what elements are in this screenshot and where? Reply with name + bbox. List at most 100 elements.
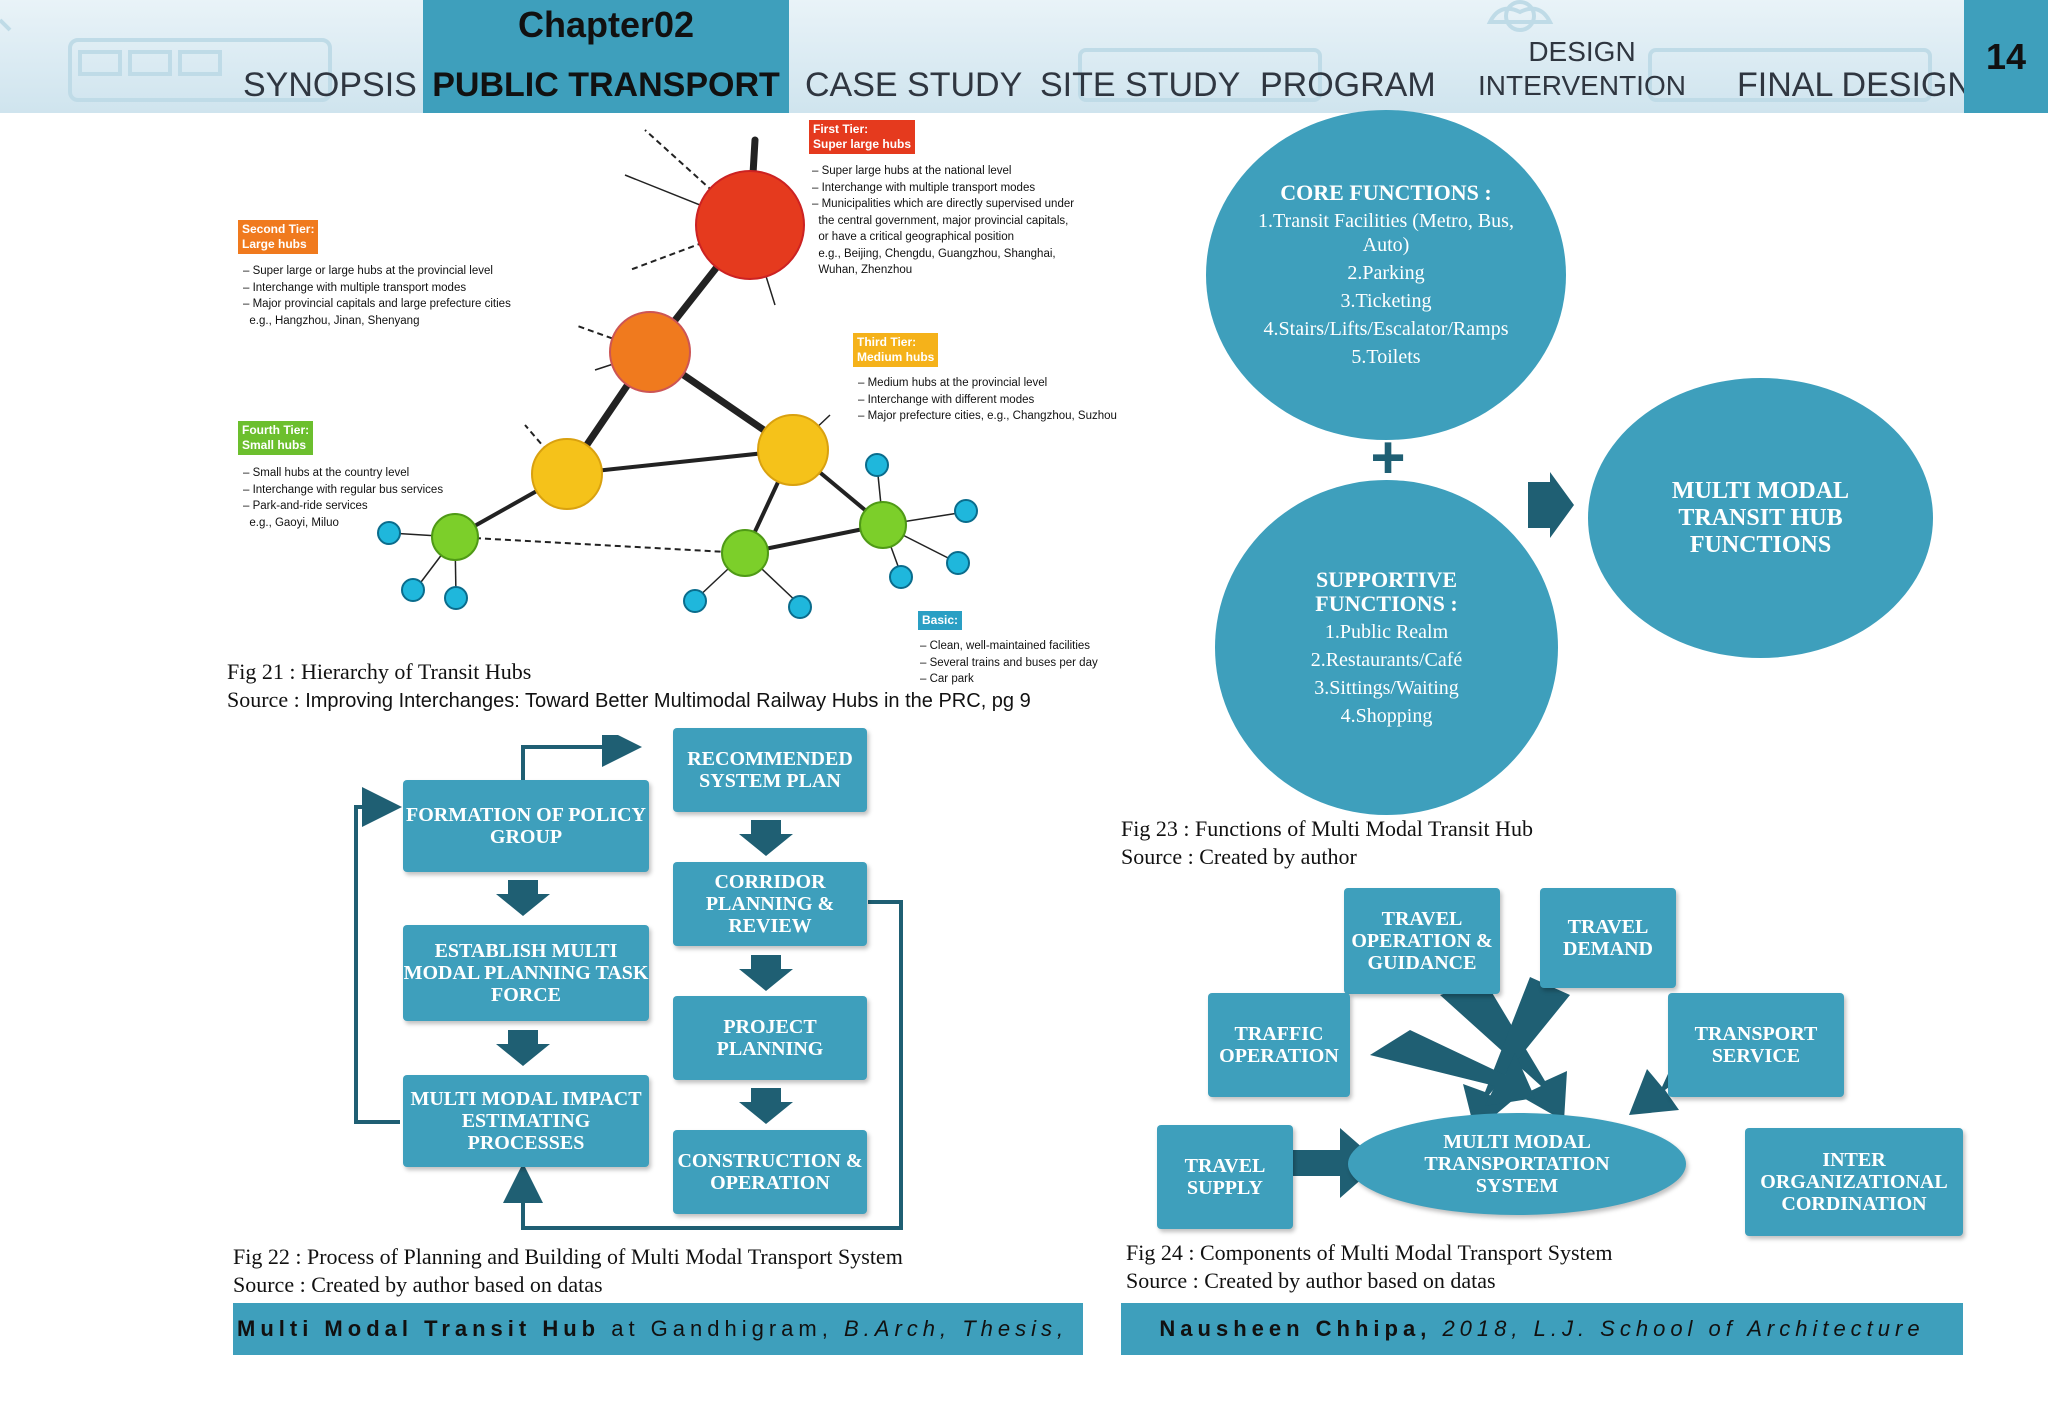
first-tier-tag: First Tier:Super large hubs xyxy=(809,120,916,154)
nav-site-study[interactable]: SITE STUDY xyxy=(1040,66,1241,104)
tier-item: e.g., Gaoyi, Miluo xyxy=(249,516,339,529)
second-tier-tag: Second Tier:Large hubs xyxy=(238,220,319,254)
fourth-tier-tag: Fourth Tier:Small hubs xyxy=(238,421,314,455)
nav-case-study[interactable]: CASE STUDY xyxy=(805,66,1023,104)
transport-service-box: TRANSPORT SERVICE xyxy=(1668,993,1844,1097)
footer-left: Multi Modal Transit Hub at Gandhigram, B… xyxy=(233,1303,1083,1355)
tier-item: – Small hubs at the country level xyxy=(243,467,410,479)
project-planning-box: PROJECT PLANNING xyxy=(673,996,867,1080)
formation-of-policy-group-box: FORMATION OF POLICY GROUP xyxy=(403,780,649,872)
header-bar: SYNOPSIS Chapter02 PUBLIC TRANSPORT CASE… xyxy=(0,0,2048,113)
connector-loop-left xyxy=(354,787,402,1124)
multi-modal-hub-functions-circle: MULTI MODAL TRANSIT HUB FUNCTIONS xyxy=(1588,378,1933,658)
tier-item: – Park-and-ride services xyxy=(243,500,368,512)
footer-right: Nausheen Chhipa, 2018, L.J. School of Ar… xyxy=(1121,1303,1963,1355)
tier-item: e.g., Hangzhou, Jinan, Shenyang xyxy=(249,314,420,327)
basic-hub-node xyxy=(946,551,970,575)
basic-hub-node xyxy=(444,586,468,610)
tier-item: – Interchange with regular bus services xyxy=(243,483,444,496)
tier-item: Wuhan, Zhenzhou xyxy=(818,264,913,276)
down-arrow xyxy=(739,1088,793,1124)
fig22-source: Source : Created by author based on data… xyxy=(233,1272,603,1297)
impact-estimating-processes-box: MULTI MODAL IMPACT ESTIMATING PROCESSES xyxy=(403,1075,649,1167)
footer-degree: B.Arch, Thesis, xyxy=(843,1316,1069,1341)
third-tier-tag: Third Tier:Medium hubs xyxy=(853,333,939,367)
tier-item: – Car park xyxy=(920,673,974,685)
travel-operation-guidance-box: TRAVEL OPERATION & GUIDANCE xyxy=(1344,888,1500,994)
tier-item: or have a critical geographical position xyxy=(818,231,1015,243)
tier-item: – Major provincial capitals and large pr… xyxy=(243,298,511,310)
down-arrow xyxy=(496,1030,550,1066)
down-arrow xyxy=(739,820,793,856)
fig23-source: Source : Created by author xyxy=(1121,844,1357,869)
tier-item: – Interchange with multiple transport mo… xyxy=(243,281,467,294)
second-tier-description: – Super large or large hubs at the provi… xyxy=(243,263,511,329)
fig21-source: Source : Improving Interchanges: Toward … xyxy=(227,687,1031,712)
down-arrow xyxy=(739,955,793,991)
supportive-item: 4.Shopping xyxy=(1340,704,1433,727)
recommended-system-plan-box: RECOMMENDED SYSTEM PLAN xyxy=(673,728,867,812)
supportive-functions-title: SUPPORTIVE FUNCTIONS : xyxy=(1315,566,1458,616)
supportive-item: 1.Public Realm xyxy=(1324,620,1449,643)
nav-synopsis[interactable]: SYNOPSIS xyxy=(243,66,417,104)
tier-item: – Major prefecture cities, e.g., Changzh… xyxy=(858,410,1117,422)
connector-policy-to-plan xyxy=(521,735,642,780)
first-tier-hub-node xyxy=(695,170,805,280)
hub-functions-label: MULTI MODAL TRANSIT HUB FUNCTIONS xyxy=(1671,477,1850,558)
corridor-planning-review-box: CORRIDOR PLANNING & REVIEW xyxy=(673,862,867,946)
center-label: MULTI MODAL TRANSPORTATION SYSTEM xyxy=(1424,1131,1610,1197)
tier-item: the central government, major provincial… xyxy=(818,214,1069,227)
core-functions-circle: CORE FUNCTIONS : 1.Transit Facilities (M… xyxy=(1206,110,1566,440)
core-item: 1.Transit Facilities (Metro, Bus, Auto) xyxy=(1258,210,1514,256)
header-decoration xyxy=(0,0,1932,102)
nav-intervention[interactable]: INTERVENTION xyxy=(1478,70,1686,101)
travel-demand-box: TRAVEL DEMAND xyxy=(1540,888,1676,988)
travel-supply-box: TRAVEL SUPPLY xyxy=(1157,1125,1293,1229)
tier-item: – Municipalities which are directly supe… xyxy=(812,198,1075,210)
tier-item: – Super large hubs at the national level xyxy=(812,165,1012,177)
basic-hub-node xyxy=(889,565,913,589)
core-item: 4.Stairs/Lifts/Escalator/Ramps xyxy=(1263,318,1509,340)
page-number-box xyxy=(1964,0,2048,113)
connector-loop-right xyxy=(503,900,903,1230)
network-link-dashed xyxy=(454,536,746,554)
second-tier-hub-node xyxy=(609,311,691,393)
third-tier-description: – Medium hubs at the provincial level – … xyxy=(858,375,1117,425)
fig22-connectors xyxy=(354,735,903,1230)
tier-item: – Super large or large hubs at the provi… xyxy=(243,265,493,277)
core-item: 5.Toilets xyxy=(1351,346,1421,368)
fourth-tier-description: – Small hubs at the country level – Inte… xyxy=(243,465,443,531)
basic-hub-node xyxy=(954,499,978,523)
fourth-tier-hub-node xyxy=(431,513,479,561)
fourth-tier-hub-node xyxy=(859,501,907,549)
tier-item: – Several trains and buses per day xyxy=(920,656,1098,669)
basic-tier-tag: Basic: xyxy=(918,611,963,630)
fig23-caption: Fig 23 : Functions of Multi Modal Transi… xyxy=(1121,816,1533,841)
basic-hub-node xyxy=(401,578,425,602)
construction-operation-box: CONSTRUCTION & OPERATION xyxy=(673,1130,867,1214)
chapter-label: Chapter02 xyxy=(517,4,695,45)
plus-icon: + xyxy=(1370,424,1406,491)
footer-title: Multi Modal Transit Hub xyxy=(237,1316,601,1341)
page-number: 14 xyxy=(1985,36,2027,77)
footer-location: at Gandhigram, xyxy=(600,1316,844,1341)
fig21-caption: Fig 21 : Hierarchy of Transit Hubs xyxy=(227,659,532,684)
nav-final-design[interactable]: FINAL DESIGN xyxy=(1737,66,1972,104)
basic-hub-node xyxy=(865,453,889,477)
network-link xyxy=(566,448,794,476)
nav-program[interactable]: PROGRAM xyxy=(1260,66,1436,104)
supportive-functions-circle: SUPPORTIVE FUNCTIONS : 1.Public Realm 2.… xyxy=(1215,480,1558,815)
tier-item: – Interchange with different modes xyxy=(858,393,1035,406)
basic-hub-node xyxy=(683,589,707,613)
core-item: 3.Ticketing xyxy=(1340,290,1432,312)
supportive-item: 2.Restaurants/Café xyxy=(1310,648,1463,671)
footer-school: 2018, L.J. School of Architecture xyxy=(1431,1316,1925,1341)
fourth-tier-hub-node xyxy=(721,529,769,577)
nav-public-transport[interactable]: PUBLIC TRANSPORT xyxy=(432,66,780,104)
tier-item: – Clean, well-maintained facilities xyxy=(920,640,1091,652)
supportive-item: 3.Sittings/Waiting xyxy=(1314,676,1459,699)
nav-active-tab[interactable] xyxy=(423,0,789,113)
core-item: 2.Parking xyxy=(1347,262,1425,284)
inter-organizational-cordination-box: INTER ORGANIZATIONAL CORDINATION xyxy=(1745,1128,1963,1236)
nav-design[interactable]: DESIGN xyxy=(1528,36,1636,67)
